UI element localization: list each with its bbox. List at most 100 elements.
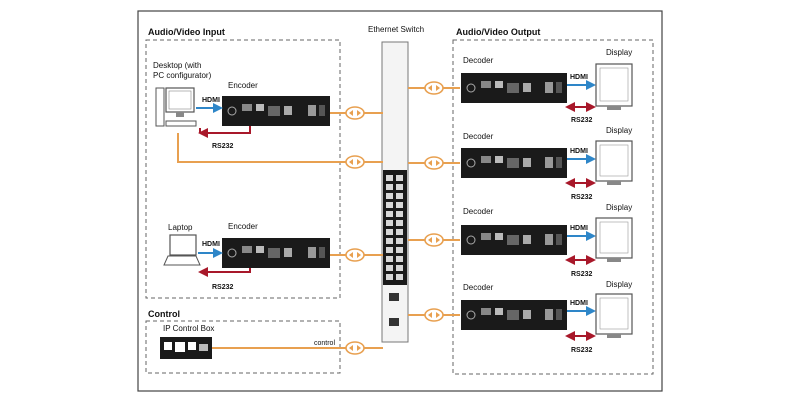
ethernet-double-arrow-icon (424, 156, 444, 170)
ethernet-double-arrow-icon (424, 233, 444, 247)
hdmi-label-encoder-2: HDMI (202, 241, 220, 248)
ethernet-double-arrow-icon (424, 308, 444, 322)
port (256, 246, 264, 253)
port (481, 156, 491, 163)
desktop-label-line2: PC configurator) (153, 71, 212, 80)
port (507, 158, 519, 168)
switch-title: Ethernet Switch (368, 25, 424, 34)
display-4-label: Display (606, 280, 632, 289)
laptop-icon (163, 234, 201, 266)
port (242, 246, 252, 253)
rs232-label-decoder-1: RS232 (571, 117, 593, 124)
switch-port-uplink (389, 293, 399, 301)
power-button (227, 248, 237, 258)
ethernet-line-desktop (177, 133, 383, 163)
switch-port (386, 202, 393, 208)
port (308, 247, 316, 258)
port (242, 104, 252, 111)
switch-port (396, 193, 403, 199)
encoder-1: Encoder (222, 81, 330, 126)
hdmi-label-decoder-2: HDMI (570, 148, 588, 155)
decoder-4: Decoder HDMI RS232 Display (461, 280, 633, 354)
rs232-label-decoder-4: RS232 (571, 347, 593, 354)
switch-port (386, 229, 393, 235)
encoder-2-connections: HDMI RS232 (198, 241, 251, 291)
control-connection-label: control (314, 340, 335, 347)
rs232-arrow-encoder-2 (198, 267, 251, 277)
ethernet-double-arrow-icon (345, 155, 365, 169)
rs232-label-decoder-3: RS232 (571, 271, 593, 278)
ethernet-switch (381, 41, 409, 343)
switch-port (386, 238, 393, 244)
display-2-label: Display (606, 126, 632, 135)
port (507, 235, 519, 245)
port (495, 233, 503, 240)
ethernet-double-arrow-icon (424, 81, 444, 95)
encoder-1-connections: HDMI RS232 (196, 97, 251, 150)
switch-port (396, 247, 403, 253)
port (284, 106, 292, 115)
switch-port (386, 247, 393, 253)
decoder-4-label: Decoder (463, 283, 494, 292)
switch-port-console (389, 318, 399, 326)
power-button (466, 158, 476, 168)
rs232-label-encoder-2: RS232 (212, 284, 234, 291)
switch-port (396, 238, 403, 244)
switch-port (386, 193, 393, 199)
ip-control-box-icon (160, 337, 212, 359)
ethernet-double-arrow-icon (345, 341, 365, 355)
decoder-1: Decoder HDMI RS232 Display (461, 48, 633, 124)
switch-port (386, 211, 393, 217)
port (523, 310, 531, 319)
rs232-label-encoder-1: RS232 (212, 143, 234, 150)
switch-port (396, 175, 403, 181)
port (308, 105, 316, 116)
port (481, 81, 491, 88)
ethernet-arrow-badges (345, 81, 444, 355)
input-section-box (145, 39, 341, 299)
port (523, 158, 531, 167)
switch-port (386, 256, 393, 262)
switch-port (396, 202, 403, 208)
port (495, 156, 503, 163)
power-button (466, 235, 476, 245)
display-3-label: Display (606, 203, 632, 212)
switch-port (396, 220, 403, 226)
laptop-label: Laptop (168, 223, 193, 232)
port (556, 309, 562, 320)
port (319, 247, 325, 258)
decoder-3: Decoder HDMI RS232 Display (461, 203, 633, 278)
display-4-icon (595, 293, 633, 338)
switch-port (396, 229, 403, 235)
port (523, 235, 531, 244)
encoder-1-label: Encoder (228, 81, 258, 90)
decoder-2: Decoder HDMI RS232 Display (461, 126, 633, 201)
port (495, 308, 503, 315)
switch-port (396, 256, 403, 262)
decoder-2-label: Decoder (463, 132, 494, 141)
output-section-title: Audio/Video Output (456, 27, 540, 37)
display-3-icon (595, 217, 633, 262)
power-button (466, 310, 476, 320)
hdmi-label-encoder-1: HDMI (202, 97, 220, 104)
port (556, 82, 562, 93)
display-1-label: Display (606, 48, 632, 57)
port (268, 106, 280, 116)
port (507, 310, 519, 320)
ethernet-double-arrow-icon (345, 248, 365, 262)
port (545, 82, 553, 93)
output-section-box (452, 39, 654, 375)
switch-port (396, 184, 403, 190)
switch-port (396, 211, 403, 217)
decoder-1-label: Decoder (463, 56, 494, 65)
switch-ports (386, 175, 403, 280)
port (545, 157, 553, 168)
power-button (466, 83, 476, 93)
hdmi-label-decoder-3: HDMI (570, 225, 588, 232)
switch-port (386, 265, 393, 271)
encoder-2: Encoder (222, 222, 330, 268)
port (545, 234, 553, 245)
hdmi-label-decoder-1: HDMI (570, 74, 588, 81)
